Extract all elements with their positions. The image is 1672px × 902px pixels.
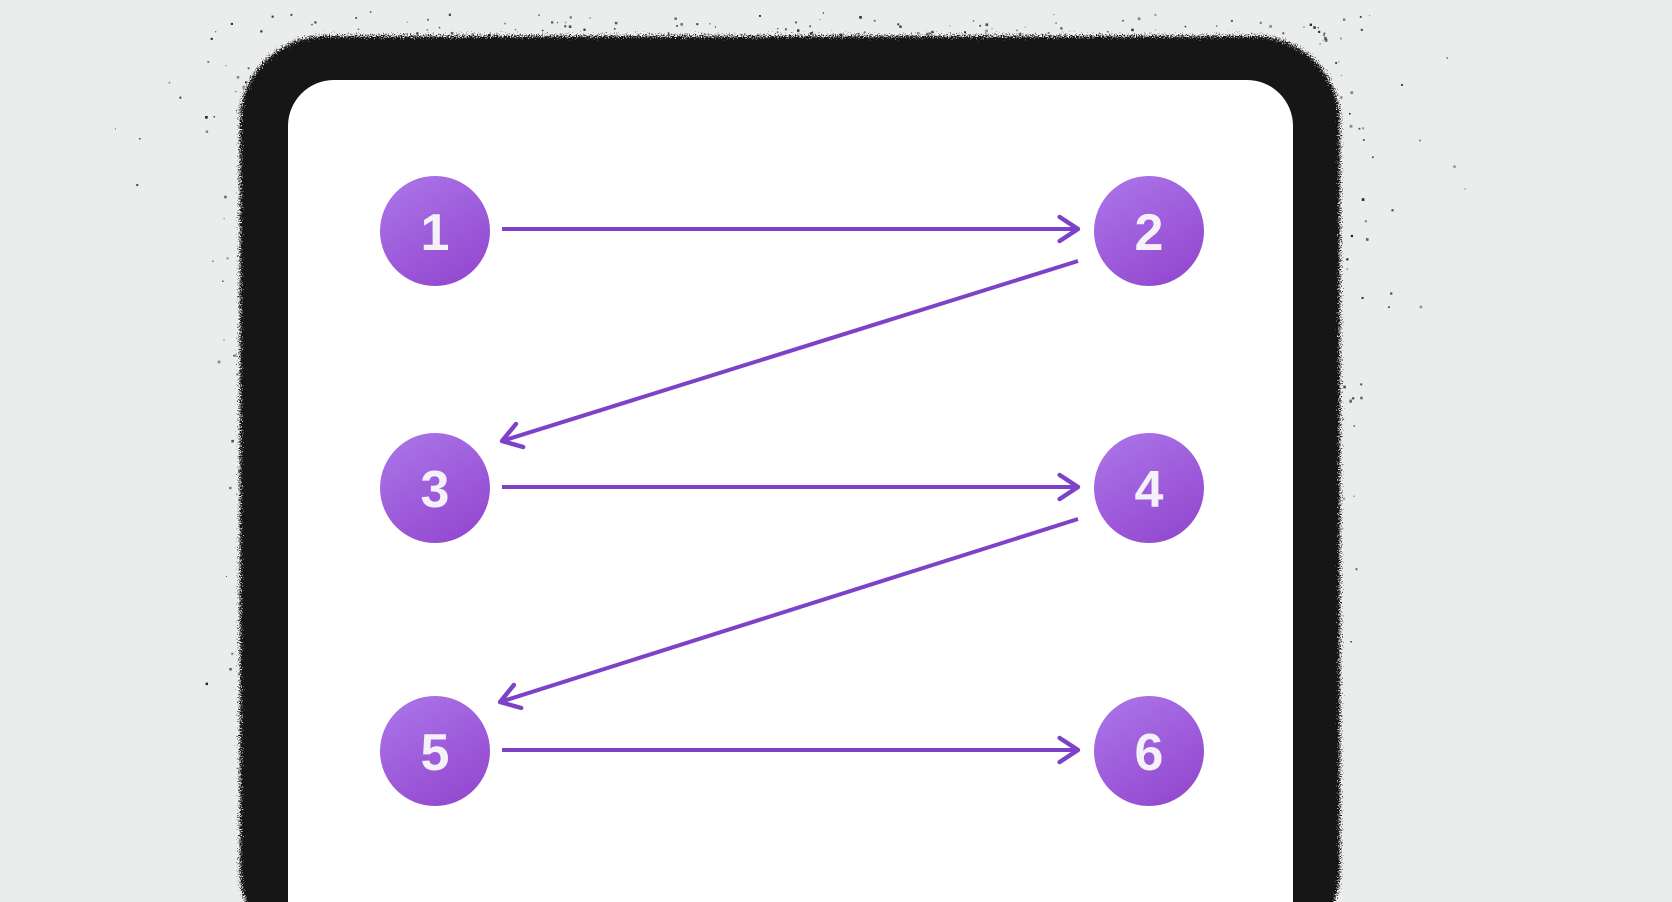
node-label: 3 — [421, 461, 450, 519]
arrowhead-icon — [1057, 472, 1081, 502]
node-label: 4 — [1135, 461, 1164, 519]
node-circle — [1094, 176, 1204, 286]
edge-5-6 — [502, 735, 1081, 765]
edges-layer — [497, 214, 1081, 765]
nodes-layer: 1 2 3 4 5 6 — [380, 176, 1204, 806]
node-label: 5 — [421, 724, 450, 782]
node-label: 6 — [1135, 724, 1164, 782]
node-6: 6 — [1094, 696, 1204, 806]
arrowhead-icon — [1057, 214, 1081, 244]
node-3: 3 — [380, 433, 490, 543]
node-5: 5 — [380, 696, 490, 806]
node-2: 2 — [1094, 176, 1204, 286]
node-1: 1 — [380, 176, 490, 286]
edge-2-3 — [499, 259, 1079, 450]
edge-1-2 — [502, 214, 1081, 244]
edge-3-4 — [502, 472, 1081, 502]
node-circle — [380, 696, 490, 806]
arrowhead-icon — [1057, 735, 1081, 765]
node-circle — [380, 433, 490, 543]
grain-speckles — [114, 11, 1466, 703]
edge-4-5 — [497, 517, 1079, 711]
node-circle — [1094, 696, 1204, 806]
node-label: 1 — [421, 204, 450, 262]
node-4: 4 — [1094, 433, 1204, 543]
arrowhead-icon — [499, 421, 526, 450]
node-circle — [1094, 433, 1204, 543]
node-label: 2 — [1135, 204, 1164, 262]
arrowhead-icon — [497, 682, 524, 711]
node-circle — [380, 176, 490, 286]
